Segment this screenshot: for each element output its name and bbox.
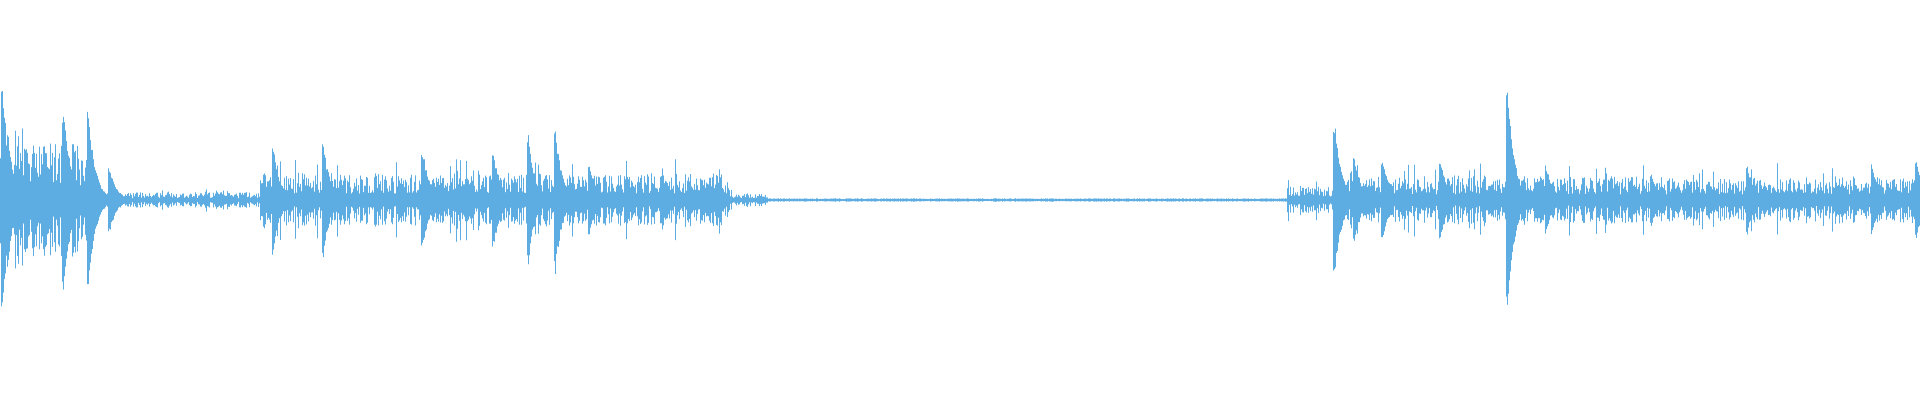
waveform-path [0, 91, 1920, 307]
waveform-bars [0, 91, 1920, 307]
